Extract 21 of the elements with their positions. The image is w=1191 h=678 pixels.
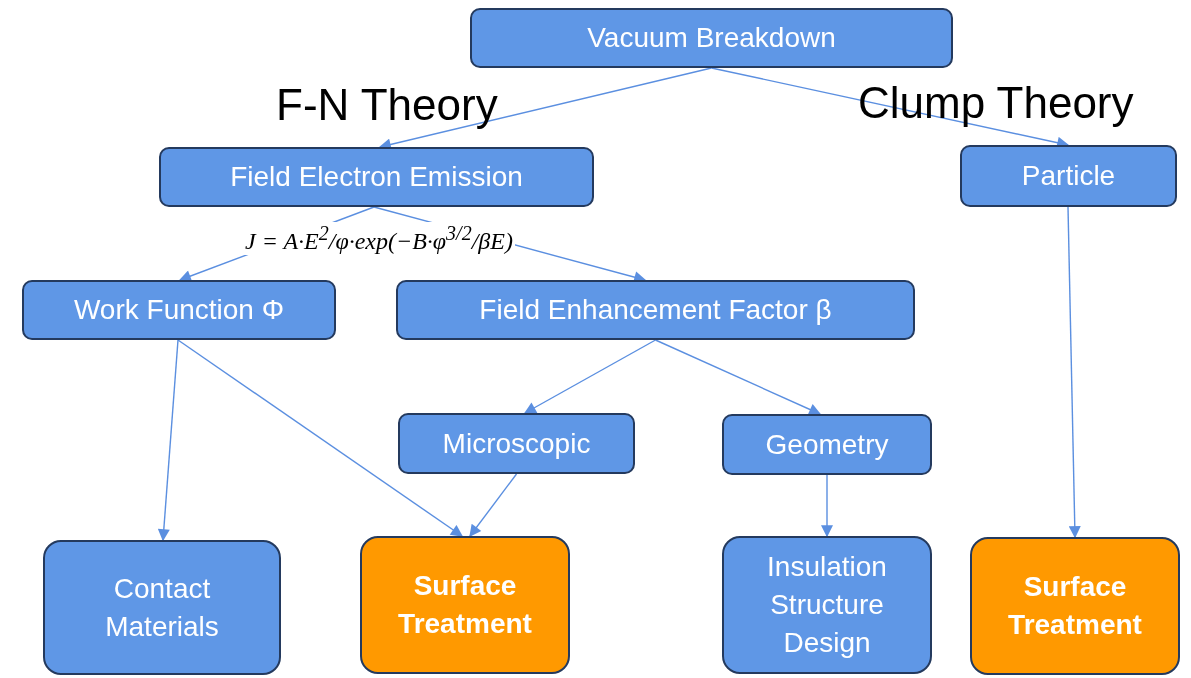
highlighted-box: Surface Treatment [970, 537, 1180, 675]
process-box: Vacuum Breakdown [470, 8, 953, 68]
arrow [1067, 206, 1081, 539]
arrow [469, 473, 518, 537]
process-box: Field Electron Emission [159, 147, 594, 207]
arrow [523, 339, 657, 414]
process-box: Work Function Φ [22, 280, 336, 340]
arrow [654, 339, 822, 416]
equation: J = A·E$^{2}$/φ·exp(−B·φ$^{3/2}$/βE) [243, 222, 515, 255]
process-box: Microscopic [398, 413, 635, 474]
highlighted-box: Surface Treatment [360, 536, 570, 674]
theory-heading: Clump Theory [858, 78, 1134, 128]
arrow [821, 474, 833, 538]
theory-heading: F-N Theory [276, 80, 498, 130]
process-box: Contact Materials [43, 540, 281, 675]
arrow [157, 339, 179, 542]
process-box: Field Enhancement Factor β [396, 280, 915, 340]
process-box: Insulation Structure Design [722, 536, 932, 674]
arrow [177, 339, 463, 537]
process-box: Particle [960, 145, 1177, 207]
process-box: Geometry [722, 414, 932, 475]
